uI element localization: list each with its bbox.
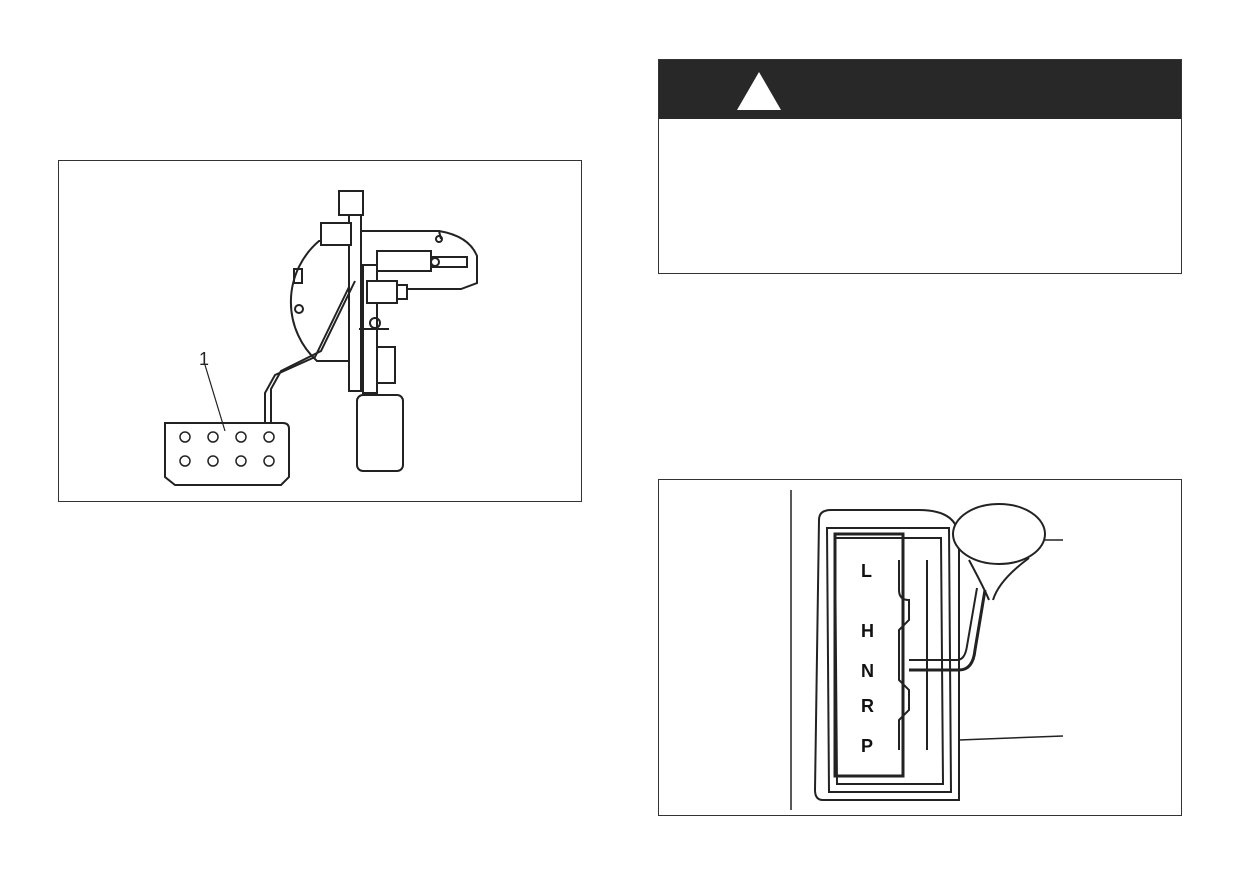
shifter-figure: L H N R P [658, 479, 1182, 816]
pedal-figure: 1 [58, 160, 582, 502]
gear-label-h: H [861, 621, 874, 641]
callout-number: 1 [199, 349, 209, 369]
warning-header [659, 60, 1181, 119]
gear-label-p: P [861, 736, 873, 756]
warning-box [658, 59, 1182, 274]
gear-label-r: R [861, 696, 874, 716]
gear-label-l: L [861, 561, 872, 581]
gear-shifter-drawing: L H N R P [790, 490, 1064, 810]
accelerator-pedal-drawing: 1 [164, 190, 478, 486]
warning-triangle-icon [737, 72, 781, 110]
gear-label-n: N [861, 661, 874, 681]
